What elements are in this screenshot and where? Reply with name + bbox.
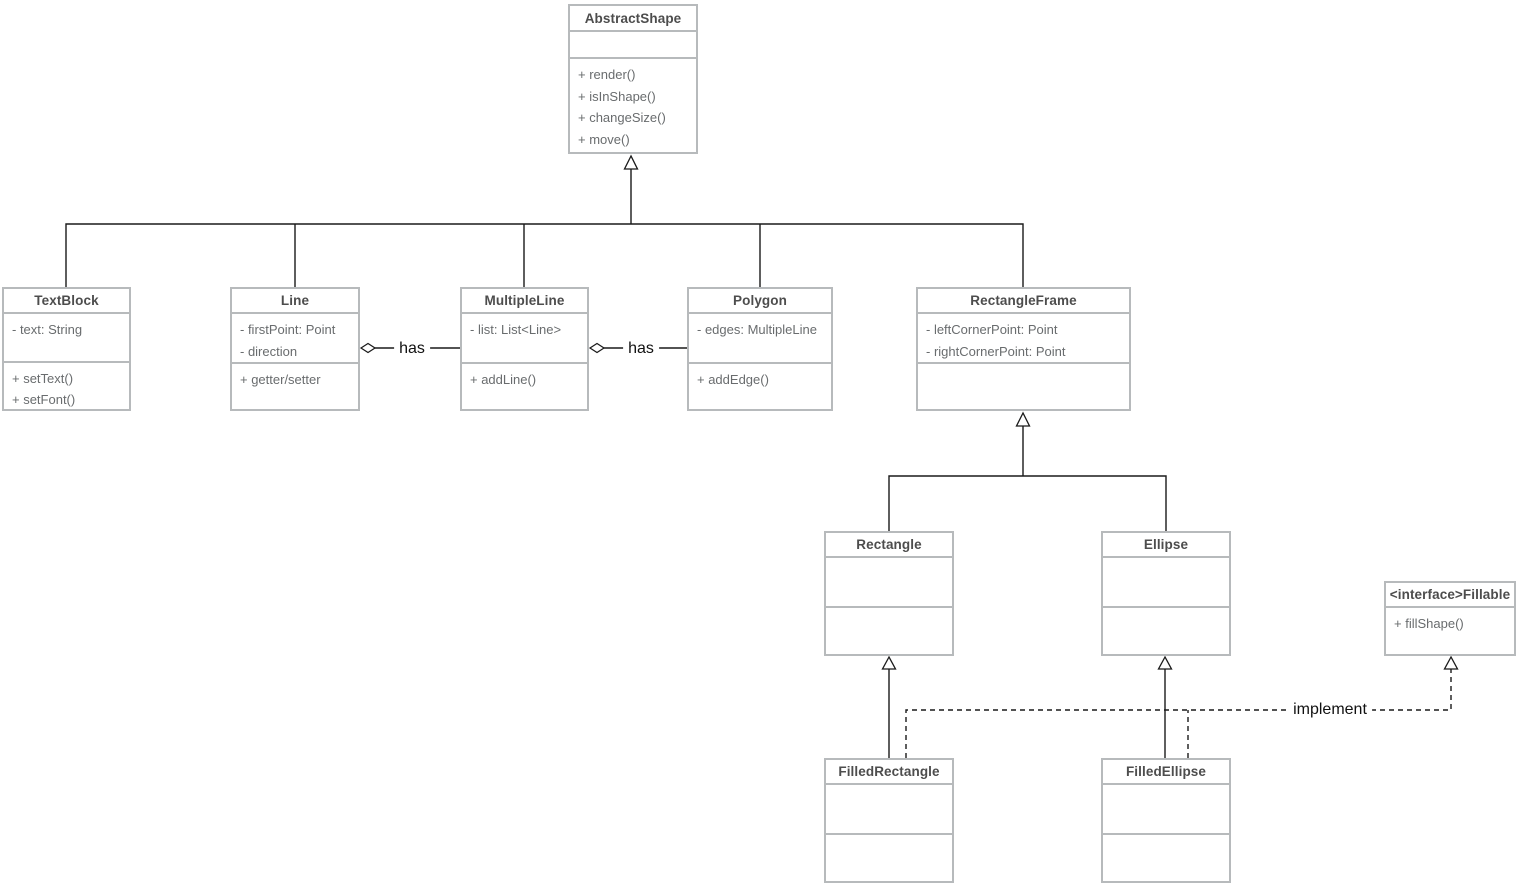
class-attributes [826, 556, 952, 606]
method-item: + setFont() [12, 392, 76, 407]
attribute-item: - edges: MultipleLine [697, 322, 817, 337]
attribute-item: - firstPoint: Point [240, 322, 336, 337]
attribute-item: - list: List<Line> [470, 322, 562, 337]
method-item: + setText() [12, 370, 74, 386]
class-title: FilledEllipse [1125, 764, 1207, 779]
class-attributes: - leftCornerPoint: Point - rightCornerPo… [918, 312, 1129, 362]
class-title: TextBlock [34, 293, 99, 308]
class-methods [1103, 833, 1229, 881]
class-box-text-block[interactable]: TextBlock - text: String + setText() + s… [2, 287, 131, 411]
class-title: Rectangle [856, 537, 922, 552]
class-title: <interface>Fillable [1389, 587, 1511, 602]
class-box-filled-rectangle[interactable]: FilledRectangle [824, 758, 954, 883]
class-attributes: - text: String [4, 312, 129, 361]
class-methods: + setText() + setFont() [4, 360, 129, 410]
class-title: FilledRectangle [838, 764, 940, 779]
attribute-item: - direction [240, 343, 298, 359]
class-title: AbstractShape [584, 10, 682, 26]
class-box-multiple-line[interactable]: MultipleLine - list: List<Line> + addLin… [460, 287, 589, 411]
class-methods: + render() + isInShape() + changeSize() … [570, 57, 696, 152]
has-label-line-multipleline: has [394, 340, 430, 358]
attribute-item: - rightCornerPoint: Point [926, 343, 1066, 359]
method-item: + addEdge() [697, 372, 769, 387]
inheritance-lines [65, 169, 1167, 758]
method-item: + render() [578, 67, 636, 82]
class-attributes [1103, 783, 1229, 833]
attribute-item: - text: String [12, 322, 83, 337]
class-attributes [570, 30, 696, 57]
class-methods: + fillShape() [1386, 606, 1514, 654]
class-box-fillable-interface[interactable]: <interface>Fillable + fillShape() [1384, 581, 1516, 656]
class-title: Ellipse [1143, 537, 1189, 552]
class-methods [826, 833, 952, 881]
class-box-filled-ellipse[interactable]: FilledEllipse [1101, 758, 1231, 883]
inheritance-arrowheads [623, 154, 1459, 670]
class-attributes [826, 783, 952, 833]
method-item: + fillShape() [1394, 616, 1464, 631]
class-attributes: - list: List<Line> [462, 312, 587, 362]
class-methods [1103, 606, 1229, 654]
class-box-rectangle[interactable]: Rectangle [824, 531, 954, 656]
method-item: + move() [578, 131, 630, 147]
class-attributes: - firstPoint: Point - direction [232, 312, 358, 362]
class-methods: + addEdge() [689, 362, 831, 409]
class-box-polygon[interactable]: Polygon - edges: MultipleLine + addEdge(… [687, 287, 833, 411]
has-label-multipleline-polygon: has [623, 340, 659, 358]
method-item: + getter/setter [240, 372, 321, 387]
class-box-rectangle-frame[interactable]: RectangleFrame - leftCornerPoint: Point … [916, 287, 1131, 411]
class-methods [826, 606, 952, 654]
class-attributes [1103, 556, 1229, 606]
method-item: + addLine() [470, 372, 537, 387]
class-box-line[interactable]: Line - firstPoint: Point - direction + g… [230, 287, 360, 411]
class-title: Polygon [733, 293, 787, 308]
method-item: + changeSize() [578, 110, 666, 125]
class-title: RectangleFrame [970, 293, 1077, 308]
class-methods: + getter/setter [232, 362, 358, 409]
attribute-item: - leftCornerPoint: Point [926, 322, 1058, 337]
class-methods [918, 362, 1129, 409]
implement-label: implement [1288, 701, 1372, 719]
class-box-abstract-shape[interactable]: AbstractShape + render() + isInShape() +… [568, 4, 698, 154]
method-item: + isInShape() [578, 88, 656, 104]
class-methods: + addLine() [462, 362, 587, 409]
class-attributes: - edges: MultipleLine [689, 312, 831, 362]
class-box-ellipse[interactable]: Ellipse [1101, 531, 1231, 656]
class-title: MultipleLine [484, 293, 565, 308]
class-title: Line [280, 293, 310, 308]
